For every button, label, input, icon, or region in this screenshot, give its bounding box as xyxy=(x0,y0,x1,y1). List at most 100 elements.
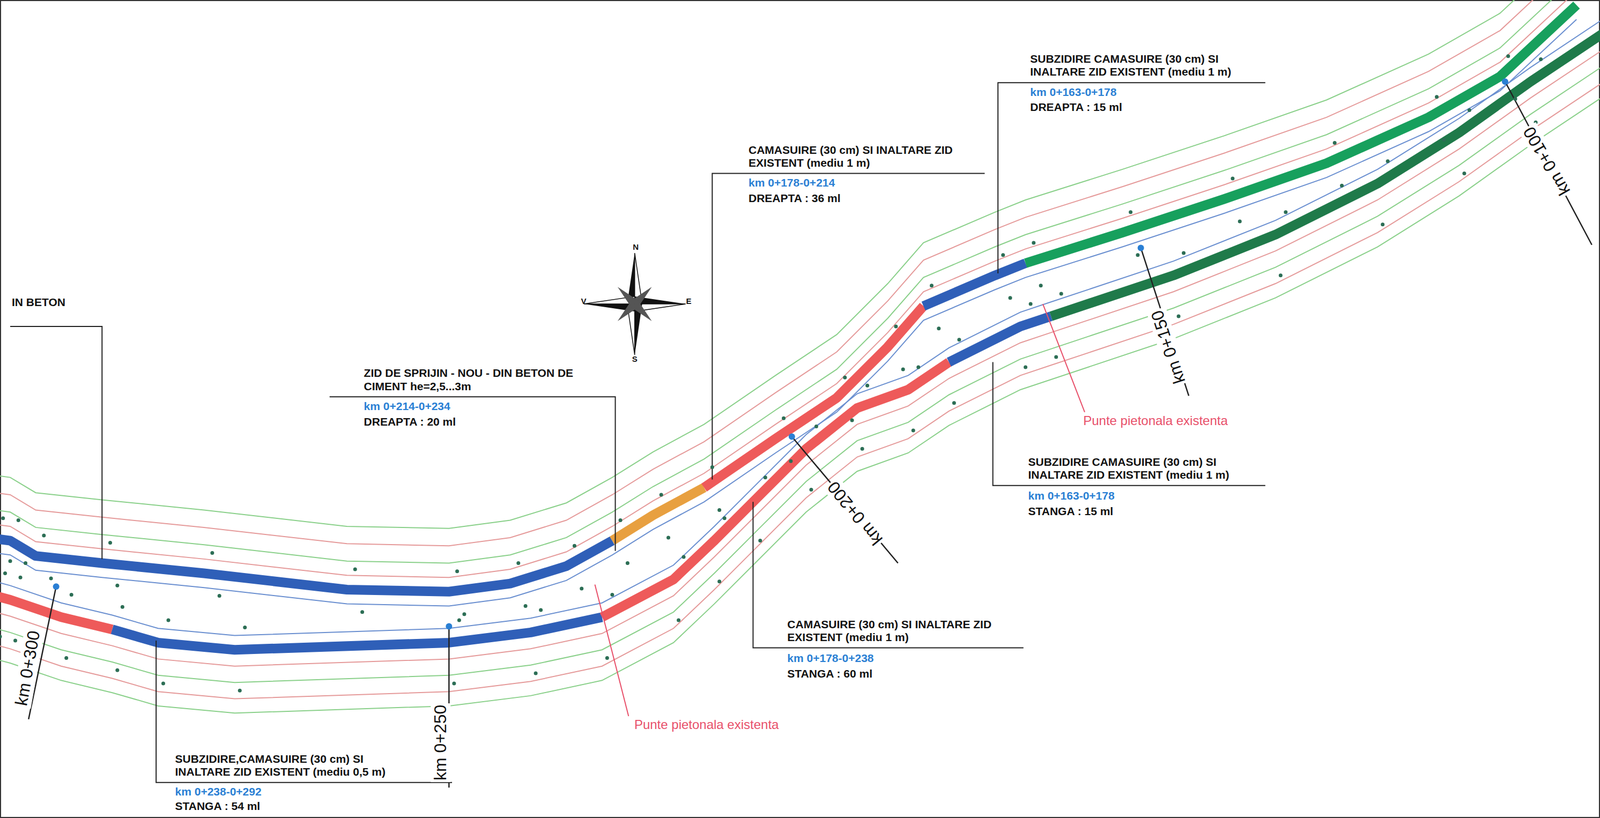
survey-point xyxy=(758,538,762,543)
contour-line xyxy=(0,93,1600,714)
chainage-range: km 0+163-0+178 xyxy=(1028,85,1118,99)
contour-line xyxy=(0,16,1600,636)
survey-point xyxy=(916,365,921,370)
survey-point xyxy=(462,612,466,617)
bridge-label: Punte pietonala existenta xyxy=(632,717,781,733)
callout-title: IN BETON xyxy=(10,295,68,309)
survey-point xyxy=(952,401,957,405)
contour-line xyxy=(0,0,1577,578)
callout-title: SUBZIDIRE CAMASUIRE (30 cm) SI INALTARE … xyxy=(1026,455,1252,482)
station-dot xyxy=(1137,244,1145,251)
survey-point xyxy=(1462,171,1466,176)
station-label: km 0+150 xyxy=(1146,306,1191,388)
wall-segment xyxy=(612,487,705,542)
survey-point xyxy=(911,428,916,433)
survey-point xyxy=(1176,314,1181,318)
survey-point xyxy=(717,579,722,584)
survey-point xyxy=(579,587,584,591)
survey-point xyxy=(1380,222,1385,227)
survey-point xyxy=(161,682,166,686)
survey-point xyxy=(710,465,715,470)
contour-lines xyxy=(0,0,1600,714)
wall-segment xyxy=(112,617,602,650)
survey-point xyxy=(901,367,906,372)
survey-point xyxy=(538,608,543,613)
survey-point xyxy=(763,475,768,480)
survey-point xyxy=(1031,240,1036,245)
leader-line xyxy=(997,82,1266,274)
leader-line xyxy=(10,326,102,560)
survey-point xyxy=(1238,219,1242,224)
survey-point xyxy=(238,689,242,693)
station-dot xyxy=(445,623,453,630)
survey-point xyxy=(1441,137,1446,142)
bridge-leader xyxy=(594,584,629,716)
survey-point xyxy=(1008,295,1013,300)
survey-point xyxy=(1339,183,1344,188)
compass-point xyxy=(617,286,639,308)
survey-point xyxy=(360,610,365,614)
survey-point xyxy=(1513,97,1518,101)
bridge-leader xyxy=(1042,304,1085,413)
survey-point xyxy=(0,634,3,639)
chainage-range: km 0+178-0+238 xyxy=(785,652,876,665)
survey-point xyxy=(659,492,664,497)
survey-point xyxy=(1434,94,1439,99)
leader-line xyxy=(712,173,985,480)
survey-point xyxy=(666,535,671,540)
survey-point xyxy=(1506,54,1510,58)
survey-point xyxy=(210,551,214,555)
survey-point xyxy=(605,656,610,661)
callout-title: CAMASUIRE (30 cm) SI INALTARE ZID EXISTE… xyxy=(746,143,973,170)
survey-point xyxy=(1039,283,1043,288)
survey-point xyxy=(1283,210,1288,214)
compass-rose xyxy=(583,253,686,355)
survey-point xyxy=(1128,210,1133,214)
survey-point xyxy=(1028,302,1033,307)
survey-point xyxy=(572,544,577,548)
survey-point xyxy=(809,487,813,492)
wall-segment xyxy=(949,316,1051,363)
survey-point xyxy=(682,555,686,560)
survey-point xyxy=(1001,253,1005,257)
side-length: STANGA : 54 ml xyxy=(173,800,263,813)
station-dot xyxy=(788,433,796,441)
survey-point xyxy=(115,583,120,588)
survey-point xyxy=(842,375,847,380)
chainage-range: km 0+214-0+234 xyxy=(362,400,453,413)
retaining-walls xyxy=(0,5,1600,651)
station-dot xyxy=(53,583,60,590)
survey-point xyxy=(957,337,961,342)
survey-point xyxy=(1059,292,1064,296)
survey-point xyxy=(1054,355,1058,360)
compass-letter: V xyxy=(580,296,588,306)
survey-point xyxy=(1386,159,1390,164)
survey-point xyxy=(1278,273,1283,278)
leader-line xyxy=(993,362,1266,486)
survey-point xyxy=(1538,57,1543,62)
survey-point xyxy=(115,668,120,673)
bridge-label: Punte pietonala existenta xyxy=(1081,413,1230,429)
callout-title: SUBZIDIRE CAMASUIRE (30 cm) SI INALTARE … xyxy=(1028,52,1254,79)
leader-lines xyxy=(10,82,1266,783)
chainage-range: km 0+178-0+214 xyxy=(746,176,837,190)
survey-point xyxy=(64,656,69,661)
survey-point xyxy=(850,418,855,423)
compass-letter: E xyxy=(685,296,693,306)
survey-point xyxy=(13,639,18,643)
wall-segment xyxy=(923,263,1026,307)
survey-point xyxy=(1023,365,1028,370)
contour-line xyxy=(0,19,1577,606)
survey-point xyxy=(788,459,793,464)
survey-point xyxy=(860,447,865,451)
survey-point xyxy=(1135,253,1140,257)
callout-title: SUBZIDIRE,CAMASUIRE (30 cm) SI INALTARE … xyxy=(173,752,399,779)
callout-title: CAMASUIRE (30 cm) SI INALTARE ZID EXISTE… xyxy=(785,618,1011,644)
survey-point xyxy=(1,516,5,521)
chainage-range: km 0+163-0+178 xyxy=(1026,489,1116,503)
station-line xyxy=(791,436,899,564)
wall-segment xyxy=(0,538,613,592)
side-length: DREAPTA : 36 ml xyxy=(746,191,843,205)
